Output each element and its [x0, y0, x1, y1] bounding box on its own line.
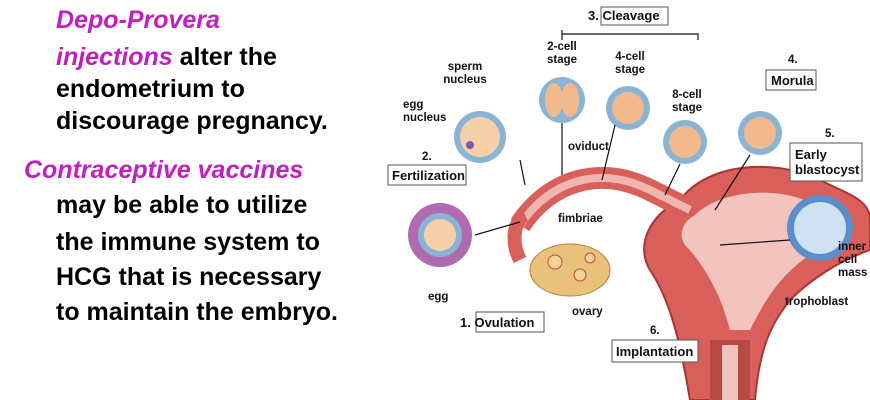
blastocyst-label: Early	[795, 147, 828, 162]
oviduct-label: oviduct	[568, 141, 609, 153]
contraceptive-vaccines-term: Contraceptive vaccines	[24, 156, 304, 184]
alter-text: alter the	[172, 43, 277, 71]
trophoblast-label: trophoblast	[785, 296, 848, 308]
inner-cell-mass-label: inner	[838, 241, 867, 253]
egg-nucleus-label: egg	[403, 99, 423, 111]
eight-cell-label: stage	[672, 102, 702, 114]
morula-number: 4.	[788, 54, 798, 66]
injections-line: injections alter the	[56, 42, 277, 72]
body-line: discourage pregnancy.	[56, 107, 328, 135]
sperm-nucleus-label: sperm	[448, 61, 483, 73]
depo-provera-term: Depo-Provera	[56, 6, 220, 34]
body-line: may be able to utilize	[56, 191, 308, 219]
inner-cell-mass-label: mass	[838, 267, 867, 279]
morula-label: Morula	[771, 73, 814, 88]
implantation-label: Implantation	[616, 344, 693, 359]
blastocyst-label: blastocyst	[795, 162, 860, 177]
two-cell-label: 2-cell	[547, 41, 576, 53]
ovary-label: ovary	[572, 306, 603, 318]
fertilization-label: Fertilization	[392, 168, 465, 183]
sperm-nucleus-label: nucleus	[443, 74, 486, 86]
implantation-number: 6.	[650, 325, 660, 337]
four-cell-label: 4-cell	[615, 51, 644, 63]
four-cell-label: stage	[615, 64, 645, 76]
depo-provera-text: Depo-Provera	[56, 5, 220, 35]
eight-cell-label: 8-cell	[672, 89, 701, 101]
ovulation-label: 1. Ovulation	[460, 315, 534, 330]
inner-cell-mass-label: cell	[838, 254, 857, 266]
injections-term: injections	[56, 43, 173, 71]
two-cell-label: stage	[547, 54, 577, 66]
ovary	[529, 243, 611, 297]
egg-nucleus-label: nucleus	[403, 112, 446, 124]
cleavage-label: 3. Cleavage	[588, 8, 660, 23]
body-line: HCG that is necessary	[56, 263, 322, 291]
body-line: endometrium to	[56, 75, 245, 103]
body-line: to maintain the embryo.	[56, 298, 338, 326]
fertilization-number: 2.	[422, 151, 432, 163]
body-line: the immune system to	[56, 228, 320, 256]
fimbriae-label: fimbriae	[558, 213, 603, 225]
blastocyst-number: 5.	[825, 128, 835, 140]
egg-label: egg	[428, 291, 448, 303]
